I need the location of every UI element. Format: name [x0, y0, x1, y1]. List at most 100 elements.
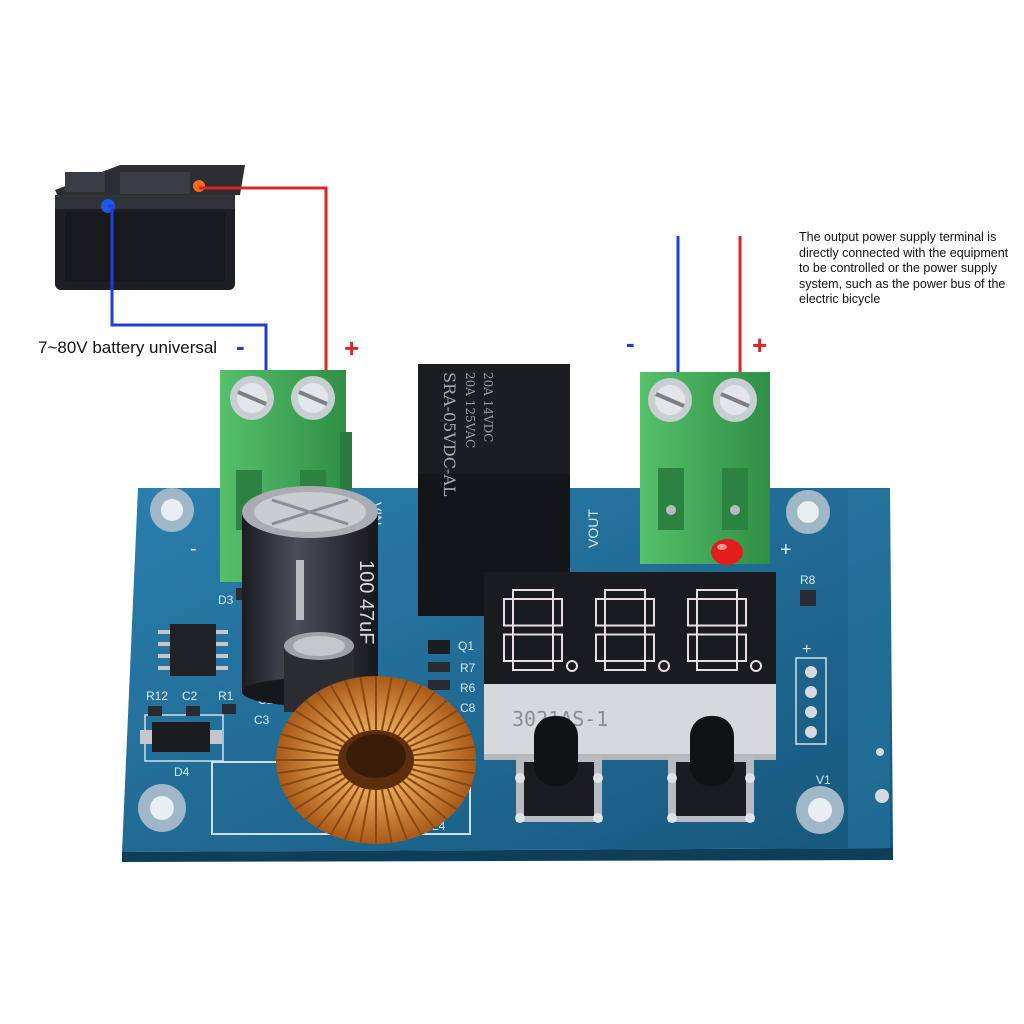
- display-segment: [552, 598, 563, 627]
- coil-winding: [392, 684, 423, 734]
- display-segment: [604, 589, 646, 600]
- coil-winding: [359, 789, 372, 844]
- silk-vout: VOUT: [585, 509, 601, 548]
- relay-model: SRA-05VDC-AL: [440, 372, 459, 497]
- coil-winding: [304, 699, 350, 740]
- mounting-hole: [138, 784, 186, 832]
- display-decimal-point: [566, 660, 578, 672]
- svg-text:R6: R6: [460, 681, 476, 695]
- input-negative-sign: -: [236, 331, 245, 361]
- display-segment: [512, 624, 554, 636]
- mounting-hole: [786, 490, 830, 534]
- svg-text:Q1: Q1: [458, 639, 474, 653]
- coil-winding: [280, 768, 341, 787]
- svg-text:+: +: [802, 641, 811, 658]
- coil-winding: [359, 676, 372, 731]
- svg-text:V1: V1: [816, 773, 831, 787]
- coil-winding: [294, 776, 346, 811]
- output-terminal-block: [640, 372, 770, 564]
- coil-winding: [294, 709, 346, 744]
- output-negative-sign: -: [626, 328, 635, 358]
- status-led: [711, 539, 743, 565]
- mounting-hole: [796, 786, 844, 834]
- coil-winding: [316, 783, 355, 829]
- display-segment: [644, 598, 655, 627]
- coil-winding: [304, 780, 350, 821]
- battery: [55, 165, 245, 290]
- output-terminal-note: The output power supply terminal is dire…: [799, 230, 1009, 306]
- coil-winding: [344, 788, 366, 841]
- coil-winding: [277, 745, 339, 757]
- svg-text:R7: R7: [460, 661, 476, 675]
- display-segment: [696, 660, 738, 671]
- coil-winding: [402, 699, 448, 740]
- diode-d4: [140, 722, 222, 752]
- display-segment: [736, 598, 747, 627]
- display-segment: [512, 589, 554, 600]
- battery-voltage-label: 7~80V battery universal: [38, 338, 218, 357]
- toroidal-inductor: [276, 676, 476, 844]
- coil-winding: [411, 733, 472, 752]
- display-segment: [687, 598, 698, 627]
- coil-winding: [402, 780, 448, 821]
- svg-text:R8: R8: [800, 573, 816, 587]
- coil-winding: [286, 720, 343, 748]
- coil-winding: [406, 776, 458, 811]
- coil-winding: [413, 745, 475, 757]
- svg-text:D3: D3: [218, 593, 234, 607]
- header-pins: +: [802, 641, 889, 803]
- coil-winding: [409, 772, 466, 800]
- coil-winding: [286, 772, 343, 800]
- display-segment: [644, 633, 655, 662]
- output-positive-sign: +: [752, 330, 768, 360]
- capacitor-marking: 100 47uF: [355, 560, 377, 645]
- coil-winding: [380, 789, 393, 844]
- coil-winding: [397, 783, 436, 829]
- relay-rating-2: 20A 125VAC: [463, 372, 477, 448]
- display-segment: [595, 598, 606, 627]
- mounting-hole: [150, 488, 194, 532]
- display-segment: [687, 633, 698, 662]
- display-segment: [736, 633, 747, 662]
- coil-winding: [413, 763, 475, 775]
- display-segment: [512, 660, 554, 671]
- display-segment: [595, 633, 606, 662]
- coil-winding: [386, 679, 408, 732]
- svg-text:R1: R1: [218, 689, 234, 703]
- display-segment: [503, 633, 514, 662]
- silkscreen-labels: VIN VOUT - + D3 Q1 R7 R6 C8 R12 C2 R1 C1…: [146, 502, 831, 833]
- display-decimal-point: [750, 660, 762, 672]
- display-decimal-point: [658, 660, 670, 672]
- coil-winding: [280, 733, 341, 752]
- coil-winding: [386, 788, 408, 841]
- svg-text:R12: R12: [146, 689, 168, 703]
- coil-winding: [329, 684, 360, 734]
- display-segment: [503, 598, 514, 627]
- coil-winding: [316, 691, 355, 737]
- input-positive-sign: +: [344, 333, 360, 363]
- svg-text:C3: C3: [254, 713, 270, 727]
- coil-winding: [406, 709, 458, 744]
- relay-rating-1: 20A 14VDC: [481, 372, 495, 443]
- display-segment: [696, 589, 738, 600]
- display-segment: [604, 624, 646, 636]
- display-segment: [552, 633, 563, 662]
- silk-input-minus: -: [190, 538, 197, 560]
- coil-winding: [411, 768, 472, 787]
- svg-text:D4: D4: [174, 765, 190, 779]
- battery-positive-terminal: [193, 180, 205, 192]
- coil-winding: [392, 786, 423, 836]
- input-positive-wire: [199, 186, 328, 372]
- display-segment: [604, 660, 646, 671]
- adjust-button[interactable]: [667, 716, 755, 823]
- coil-winding: [397, 691, 436, 737]
- coil-winding: [409, 720, 466, 748]
- smd-chip: [158, 624, 228, 676]
- coil-winding: [329, 786, 360, 836]
- svg-text:C8: C8: [460, 701, 476, 715]
- set-button[interactable]: [515, 716, 603, 823]
- coil-winding: [380, 676, 393, 731]
- silk-output-plus: +: [780, 539, 792, 561]
- input-negative-wire: [108, 204, 268, 372]
